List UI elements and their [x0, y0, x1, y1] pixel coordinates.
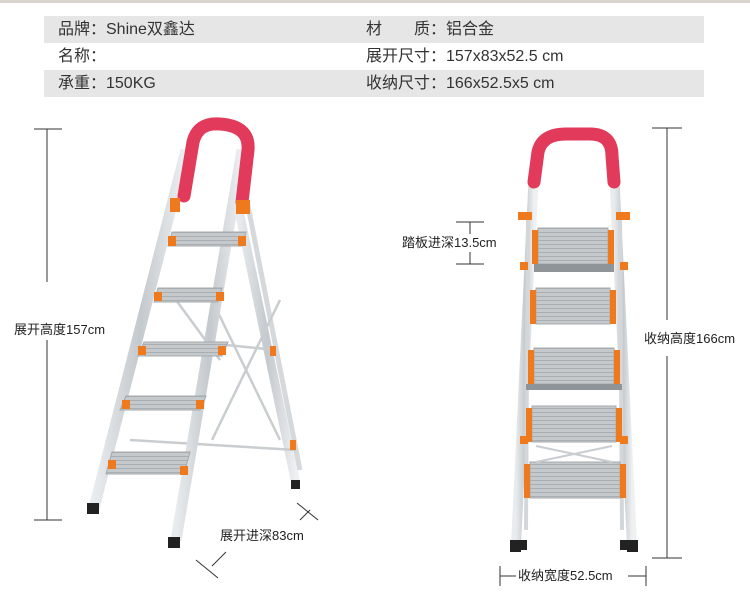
folded-ladder-connectors — [518, 212, 630, 498]
spec-table: 品牌：Shine双鑫达 材 质：铝合金 名称： 展开尺寸：157x83x52.5… — [44, 16, 704, 97]
spec-brand: 品牌：Shine双鑫达 — [58, 21, 195, 38]
folded-width-label: 收纳宽度52.5cm — [518, 568, 613, 584]
spec-material: 材 质：铝合金 — [366, 21, 495, 38]
step-depth-label: 踏板进深13.5cm — [402, 235, 497, 251]
spec-row-name: 名称： 展开尺寸：157x83x52.5 cm — [44, 43, 704, 70]
open-ladder-handle — [177, 117, 255, 209]
open-ladder — [87, 117, 303, 548]
open-depth-dimension — [195, 502, 319, 579]
folded-ladder-braces — [535, 445, 613, 463]
open-height-label: 展开高度157cm — [14, 322, 106, 338]
folded-width-dimension — [499, 566, 647, 586]
spec-load: 承重：150KG — [58, 75, 156, 92]
top-border — [0, 0, 750, 3]
spec-open-size: 展开尺寸：157x83x52.5 cm — [366, 48, 564, 65]
open-ladder-rear-legs — [233, 205, 303, 489]
spec-row-load: 承重：150KG 收纳尺寸：166x52.5x5 cm — [44, 70, 704, 97]
folded-ladder-handle — [527, 127, 621, 189]
open-depth-label: 展开进深83cm — [220, 528, 304, 544]
open-height-dimension — [34, 128, 62, 521]
folded-height-dimension — [652, 127, 682, 559]
spec-row-brand: 品牌：Shine双鑫达 材 质：铝合金 — [44, 16, 704, 43]
step-depth-dimension — [456, 221, 484, 265]
open-ladder-cross-braces — [129, 299, 297, 452]
folded-height-label: 收纳高度166cm — [644, 331, 736, 347]
folded-ladder-steps — [526, 227, 622, 499]
spec-name: 名称： — [58, 48, 107, 65]
open-ladder-connectors — [108, 198, 296, 475]
spec-folded-size: 收纳尺寸：166x52.5x5 cm — [366, 75, 555, 92]
folded-ladder — [510, 127, 638, 552]
